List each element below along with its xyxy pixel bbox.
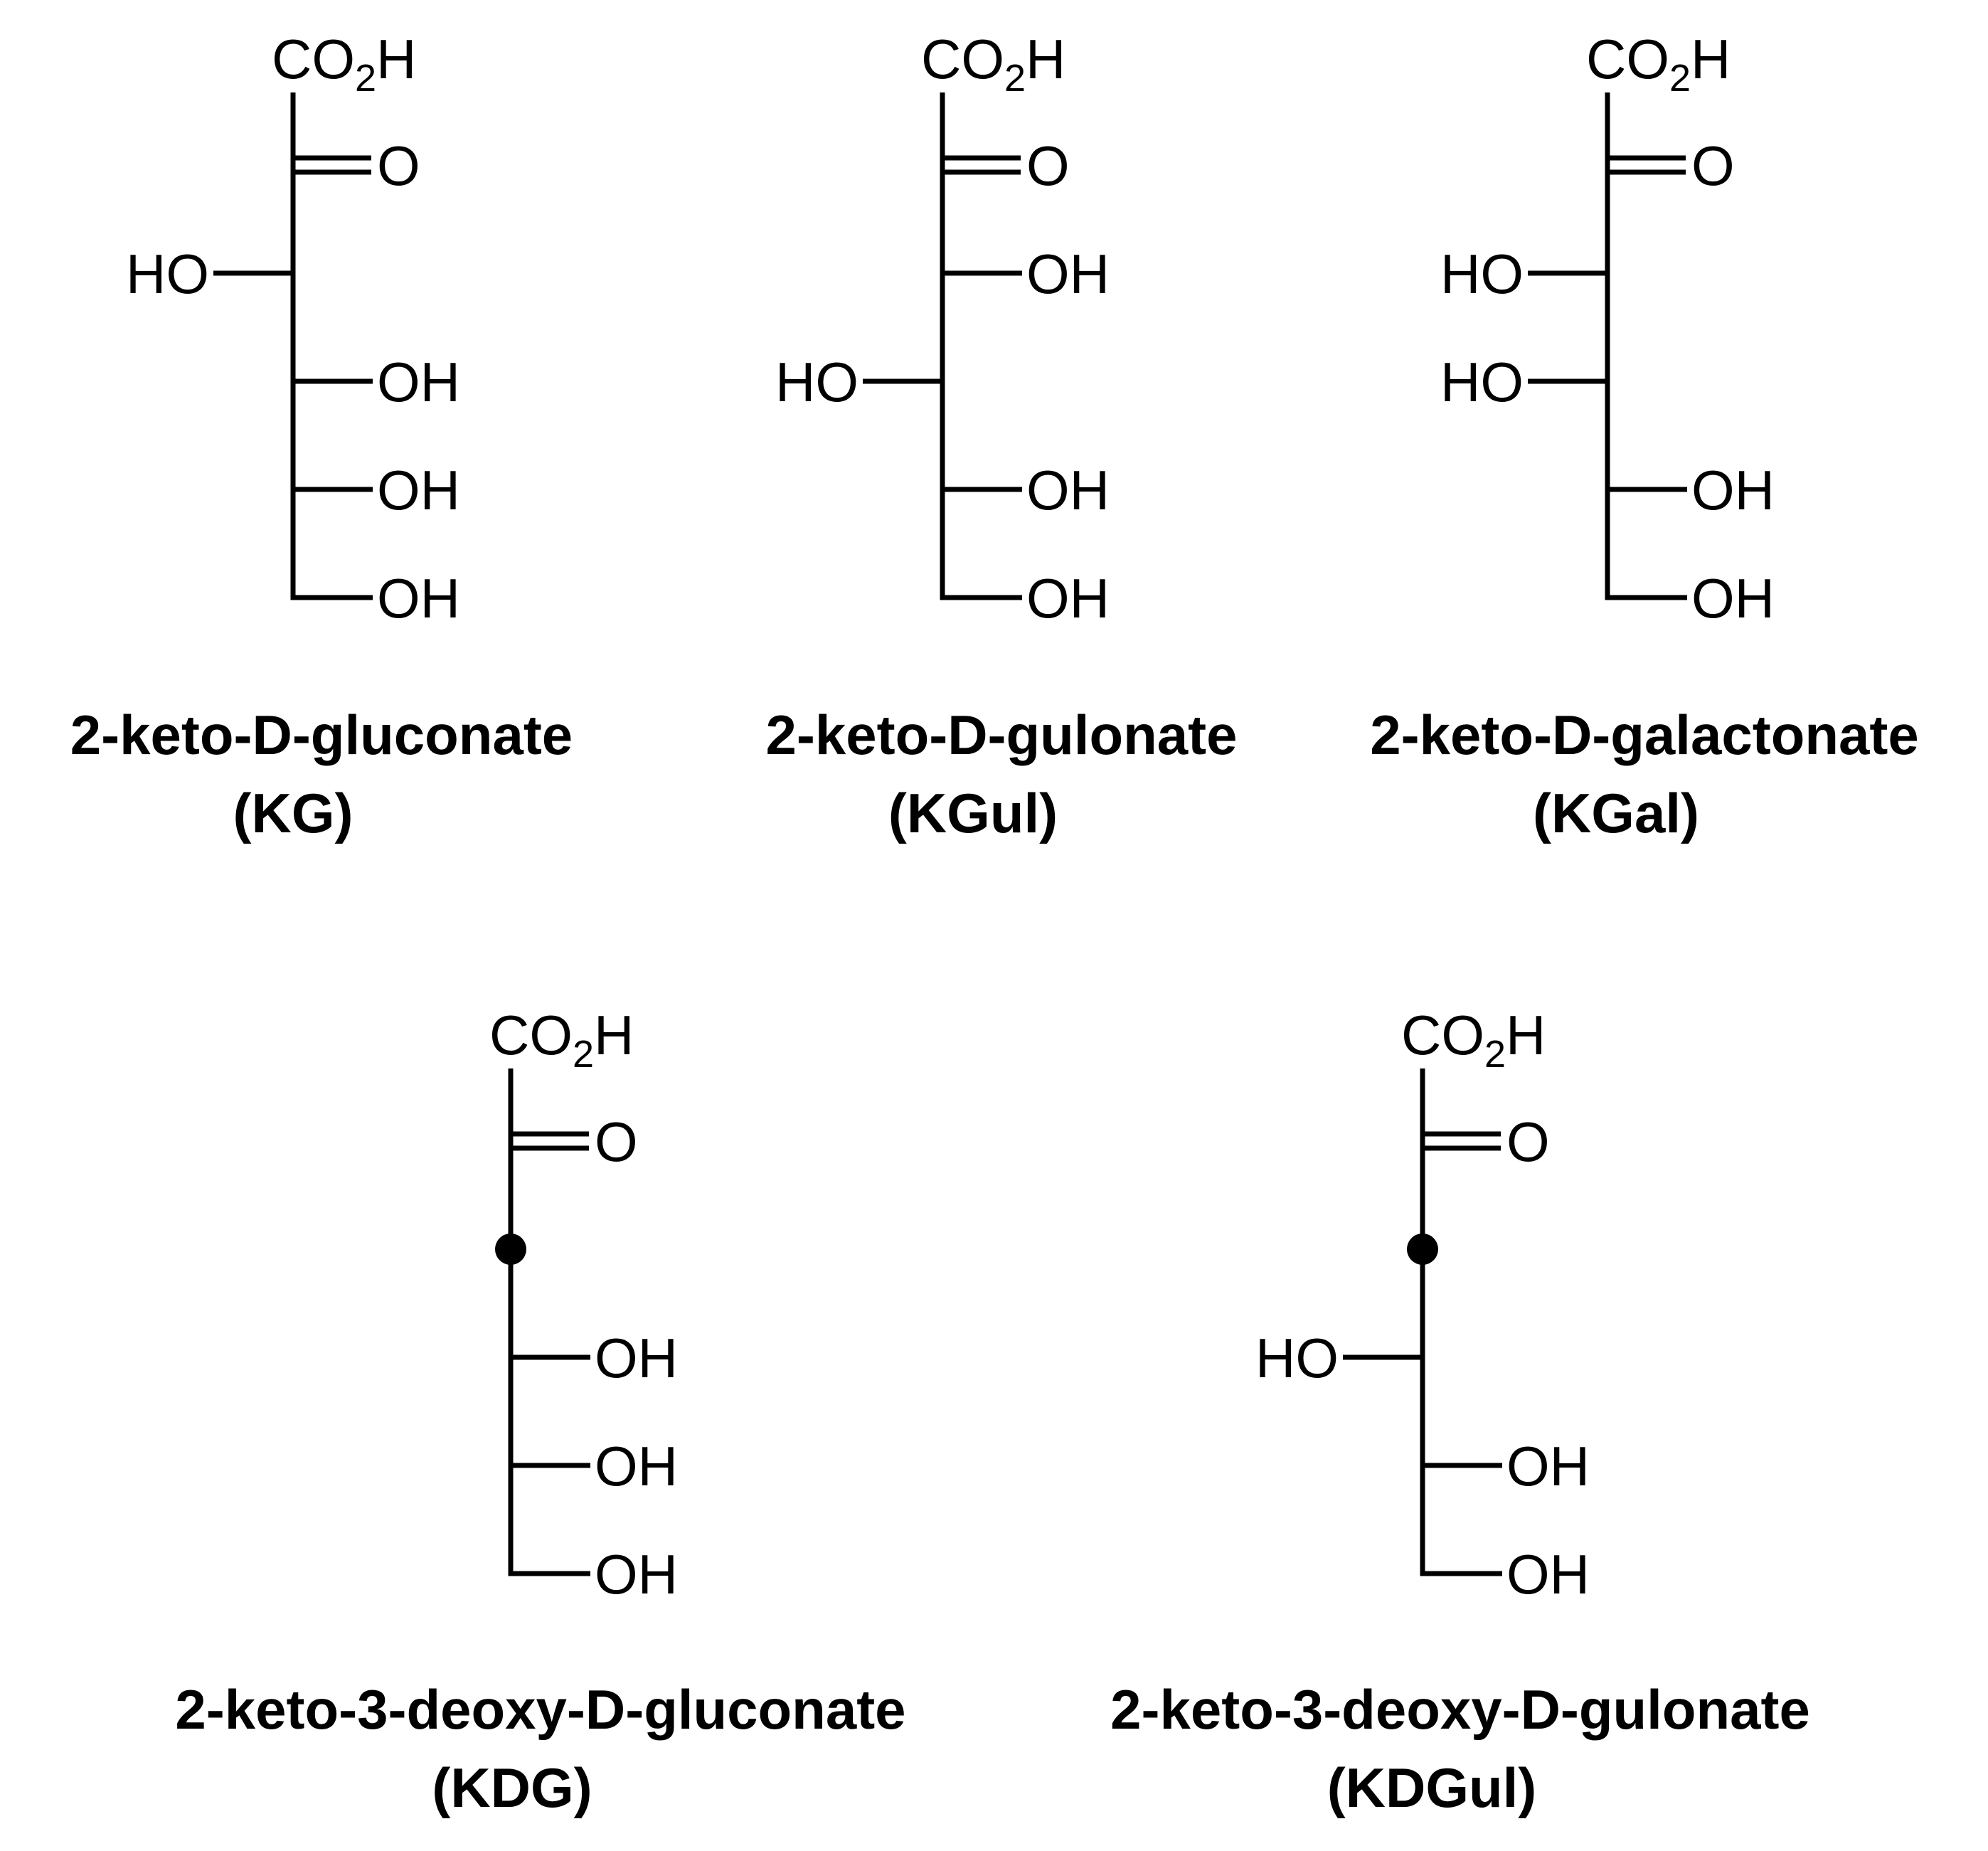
molecule-abbreviation: (KGal) xyxy=(1533,782,1699,844)
carboxyl-label: CO2H xyxy=(272,28,416,100)
c5-hydroxyl: OH xyxy=(1506,1435,1590,1497)
molecule-abbreviation: (KDGul) xyxy=(1327,1756,1537,1819)
c6-hydroxyl: OH xyxy=(1691,567,1775,630)
molecule-abbreviation: (KG) xyxy=(233,782,354,844)
c3-hydroxyl: HO xyxy=(1440,243,1524,305)
c5-hydroxyl: OH xyxy=(377,459,460,521)
c4-hydroxyl: HO xyxy=(1255,1327,1339,1389)
c6-hydroxyl: OH xyxy=(1506,1543,1590,1606)
c5-hydroxyl: OH xyxy=(1026,459,1110,521)
c6-hydroxyl: OH xyxy=(595,1543,678,1606)
molecule-kdg: CO2HOOHOHOH2-keto-3-deoxy-D-gluconate(KD… xyxy=(175,1004,905,1819)
c4-hydroxyl: OH xyxy=(595,1327,678,1389)
carboxyl-h: H xyxy=(1691,28,1731,90)
c3-hydroxyl: HO xyxy=(126,243,209,305)
carboxyl-co: CO xyxy=(921,28,1004,90)
carboxyl-label: CO2H xyxy=(1401,1004,1546,1076)
molecule-abbreviation: (KDG) xyxy=(432,1756,592,1819)
molecule-abbreviation: (KGul) xyxy=(888,782,1058,844)
carboxyl-label: CO2H xyxy=(489,1004,634,1076)
deoxy-center-dot xyxy=(495,1234,526,1265)
c5-hydroxyl: OH xyxy=(1691,459,1775,521)
molecule-name: 2-keto-3-deoxy-D-gulonate xyxy=(1110,1678,1810,1741)
molecule-kdgul: CO2HOHOOHOH2-keto-3-deoxy-D-gulonate(KDG… xyxy=(1110,1004,1810,1819)
keto-oxygen: O xyxy=(377,134,420,197)
carboxyl-subscript: 2 xyxy=(355,57,376,100)
deoxy-center-dot xyxy=(1407,1234,1438,1265)
c4-hydroxyl: HO xyxy=(775,351,859,413)
keto-oxygen: O xyxy=(1026,134,1070,197)
molecule-name: 2-keto-D-gulonate xyxy=(766,704,1238,766)
carboxyl-co: CO xyxy=(1401,1004,1484,1066)
carboxyl-h: H xyxy=(1026,28,1065,90)
carboxyl-h: H xyxy=(1506,1004,1546,1066)
carboxyl-subscript: 2 xyxy=(1484,1033,1506,1076)
c6-hydroxyl: OH xyxy=(377,567,460,630)
carboxyl-co: CO xyxy=(489,1004,573,1066)
keto-oxygen: O xyxy=(595,1110,638,1173)
c5-hydroxyl: OH xyxy=(595,1435,678,1497)
molecule-name: 2-keto-D-galactonate xyxy=(1370,704,1918,766)
c6-hydroxyl: OH xyxy=(1026,567,1110,630)
carboxyl-co: CO xyxy=(272,28,355,90)
molecule-name: 2-keto-D-gluconate xyxy=(70,704,573,766)
carboxyl-label: CO2H xyxy=(1586,28,1731,100)
carboxyl-subscript: 2 xyxy=(573,1033,594,1076)
c3-hydroxyl: OH xyxy=(1026,243,1110,305)
c4-hydroxyl: HO xyxy=(1440,351,1524,413)
c4-hydroxyl: OH xyxy=(377,351,460,413)
carboxyl-h: H xyxy=(594,1004,634,1066)
carboxyl-subscript: 2 xyxy=(1004,57,1026,100)
carboxyl-co: CO xyxy=(1586,28,1669,90)
keto-oxygen: O xyxy=(1691,134,1735,197)
carboxyl-subscript: 2 xyxy=(1669,57,1691,100)
keto-oxygen: O xyxy=(1506,1110,1550,1173)
molecule-name: 2-keto-3-deoxy-D-gluconate xyxy=(175,1678,905,1741)
carboxyl-label: CO2H xyxy=(921,28,1065,100)
carboxyl-h: H xyxy=(376,28,416,90)
